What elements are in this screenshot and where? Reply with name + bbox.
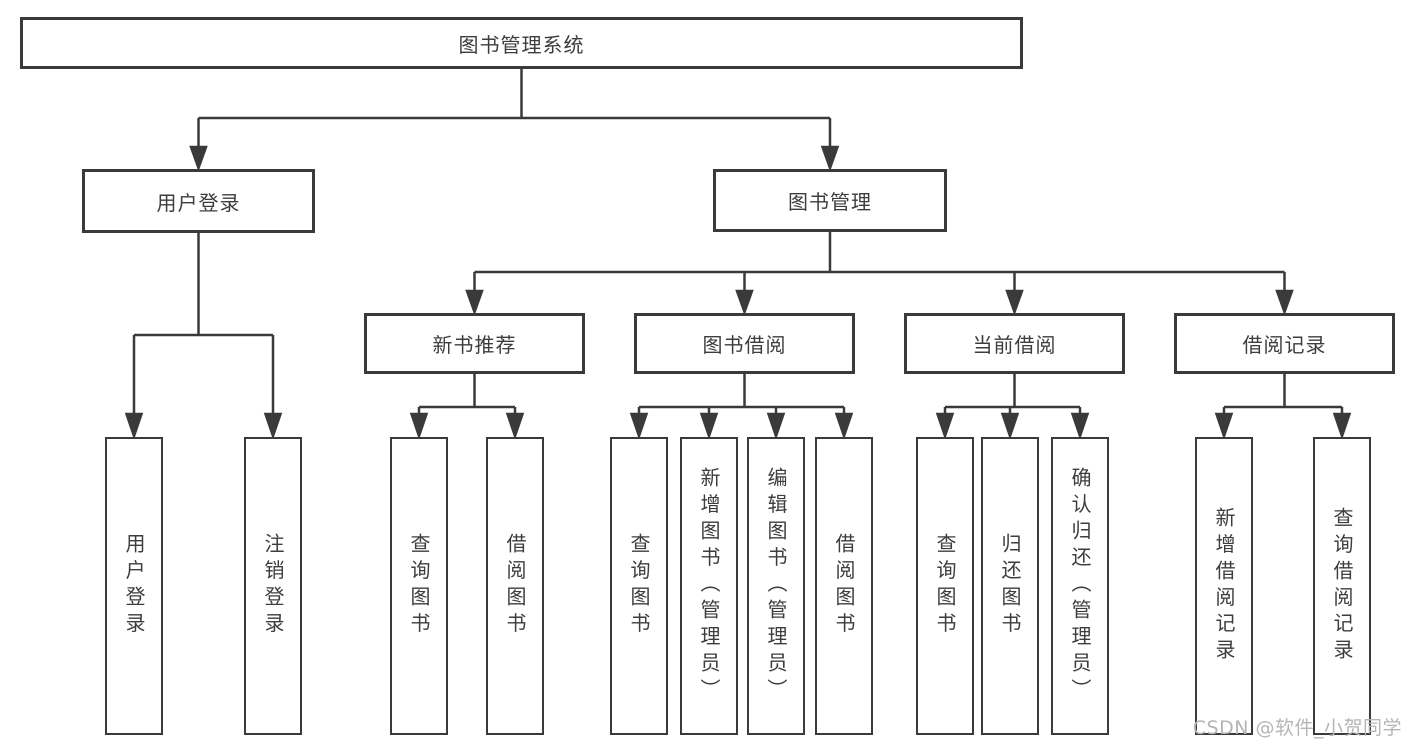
node-label: 借阅记录: [1242, 333, 1327, 357]
node-label: 用户登录: [156, 190, 241, 215]
arrowhead-icon: [1332, 412, 1352, 440]
node-borrow-books: 借阅图书: [815, 437, 873, 735]
node-label: 查询借阅记录: [1330, 506, 1354, 666]
node-query-books-current: 查询图书: [916, 437, 974, 735]
connector-root-to-level2: [189, 69, 840, 172]
node-return-books: 归还图书: [981, 437, 1039, 735]
node-query-books-recommend: 查询图书: [390, 437, 448, 735]
connector-book-mgmt-to-level3: [465, 232, 1294, 316]
node-borrow-books-recommend: 借阅图书: [486, 437, 544, 735]
csdn-watermark: CSDN @软件_小贺同学: [1192, 717, 1402, 739]
node-user-login-group: 用户登录: [82, 169, 315, 233]
arrowhead-icon: [263, 412, 283, 440]
node-label: 用户登录: [122, 533, 146, 639]
node-new-book-recommendation: 新书推荐: [364, 313, 585, 374]
arrowhead-icon: [766, 412, 786, 440]
node-book-management: 图书管理: [713, 169, 947, 232]
connector-new-book-rec-to-children: [409, 374, 525, 440]
node-label: 确认归还（管理员）: [1068, 467, 1092, 705]
arrowhead-icon: [1214, 412, 1234, 440]
arrowhead-icon: [465, 289, 484, 316]
arrowhead-icon: [505, 412, 525, 440]
node-label: 新书推荐: [432, 333, 517, 357]
node-current-borrowing: 当前借阅: [904, 313, 1125, 374]
node-label: 图书借阅: [702, 333, 787, 357]
node-query-borrow-record: 查询借阅记录: [1313, 437, 1371, 735]
node-library-management-system: 图书管理系统: [20, 17, 1023, 69]
node-add-books-admin: 新增图书（管理员）: [680, 437, 738, 735]
node-book-borrowing: 图书借阅: [634, 313, 855, 374]
node-query-books-borrow: 查询图书: [610, 437, 668, 735]
node-label: 查询图书: [627, 533, 651, 639]
arrowhead-icon: [124, 412, 144, 440]
node-label: 注销登录: [261, 533, 285, 639]
node-add-borrow-record: 新增借阅记录: [1195, 437, 1253, 735]
node-borrowing-records: 借阅记录: [1174, 313, 1395, 374]
arrowhead-icon: [629, 412, 649, 440]
node-edit-books-admin: 编辑图书（管理员）: [747, 437, 805, 735]
node-label: 查询图书: [933, 533, 957, 639]
node-label: 借阅图书: [832, 533, 856, 639]
node-label: 新增图书（管理员）: [697, 467, 721, 705]
arrowhead-icon: [189, 145, 208, 172]
node-label: 归还图书: [998, 533, 1022, 639]
arrowhead-icon: [1005, 289, 1024, 316]
arrowhead-icon: [1275, 289, 1294, 316]
node-confirm-return-admin: 确认归还（管理员）: [1051, 437, 1109, 735]
node-logout: 注销登录: [244, 437, 302, 735]
arrowhead-icon: [834, 412, 854, 440]
connector-borrow-records-to-children: [1214, 374, 1352, 440]
node-label: 借阅图书: [503, 533, 527, 639]
arrowhead-icon: [409, 412, 429, 440]
node-label: 图书管理系统: [458, 32, 585, 57]
connector-current-borrow-to-children: [935, 374, 1090, 440]
arrowhead-icon: [735, 289, 754, 316]
node-label: 新增借阅记录: [1212, 506, 1236, 666]
arrowhead-icon: [699, 412, 719, 440]
arrowhead-icon: [1000, 412, 1020, 440]
node-label: 图书管理: [788, 190, 872, 214]
node-label: 查询图书: [407, 533, 431, 639]
connector-user-login-to-children: [124, 233, 283, 440]
node-label: 当前借阅: [972, 333, 1057, 357]
arrowhead-icon: [935, 412, 955, 440]
node-label: 编辑图书（管理员）: [764, 467, 788, 705]
arrowhead-icon: [1070, 412, 1090, 440]
node-user-login: 用户登录: [105, 437, 163, 735]
arrowhead-icon: [820, 145, 840, 172]
connector-book-borrow-to-children: [629, 374, 854, 440]
